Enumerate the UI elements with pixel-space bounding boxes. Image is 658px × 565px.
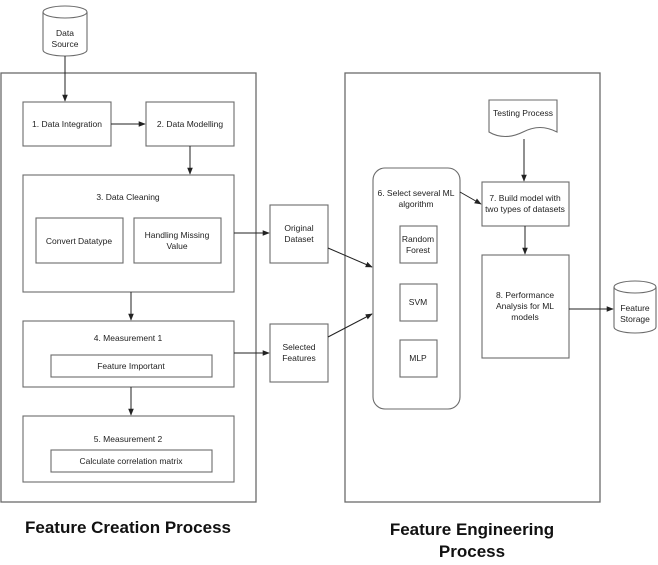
performance-label-2: Analysis for ML [496,301,554,311]
measurement2-label: 5. Measurement 2 [94,434,163,444]
edge-original-to-selectml [327,247,373,268]
original-dataset-label-1: Original [284,223,313,233]
data-modelling-label: 2. Data Modelling [157,119,223,129]
build-model-node: 7. Build model with two types of dataset… [481,181,570,227]
cylinder-icon [42,5,88,19]
data-integration-node: 1. Data Integration [22,101,112,147]
data-source-label-2: Source [52,39,79,49]
measurement1-label: 4. Measurement 1 [94,333,163,343]
feature-important-node [50,354,213,378]
performance-label-3: models [511,312,538,322]
data-source-node: Data Source [42,5,88,57]
build-model-label-2: two types of datasets [485,204,565,214]
correlation-matrix-node [50,449,213,473]
feature-storage-label-1: Feature [620,303,650,313]
data-source-label-1: Data [56,28,74,38]
data-modelling-node: 2. Data Modelling [145,101,235,147]
data-cleaning-node: 3. Data Cleaning Convert Datatype Handli… [22,174,235,293]
correlation-matrix-label: Calculate correlation matrix [80,456,184,466]
handling-missing-node: Handling Missing Value [133,217,222,264]
select-ml-label-1: 6. Select several ML [377,188,454,198]
measurement1-node: 4. Measurement 1 Feature Important [22,320,235,388]
document-icon [488,99,558,138]
mlp-label: MLP [409,353,427,363]
random-forest-node: Random Forest [399,225,438,264]
feature-storage-label-2: Storage [620,314,650,324]
measurement2-node: 5. Measurement 2 Calculate correlation m… [22,415,235,483]
edges [62,56,614,416]
handling-missing-label-2: Value [166,241,187,251]
convert-datatype-node: Convert Datatype [35,217,124,264]
svm-node: SVM [399,283,438,322]
data-integration-label: 1. Data Integration [32,119,102,129]
data-cleaning-label: 3. Data Cleaning [96,192,160,202]
original-dataset-label-2: Dataset [284,234,314,244]
cylinder-icon [613,280,657,294]
edge-selected-to-selectml [327,313,373,338]
handling-missing-label-1: Handling Missing [145,230,210,240]
original-dataset-node: Original Dataset [269,204,329,264]
performance-node: 8. Performance Analysis for ML models [481,254,570,359]
selected-features-label-2: Features [282,353,316,363]
svm-label: SVM [409,297,427,307]
selected-features-label-1: Selected [282,342,315,352]
mlp-node: MLP [399,339,438,378]
feature-creation-title: Feature Creation Process [25,518,231,537]
random-forest-label-2: Forest [406,245,431,255]
feature-engineering-title-1: Feature Engineering [390,520,554,539]
select-ml-node: 6. Select several ML algorithm Random Fo… [372,167,461,410]
testing-process-label: Testing Process [493,108,553,118]
feature-storage-node: Feature Storage [613,280,657,334]
testing-process-node: Testing Process [488,99,558,138]
build-model-label-1: 7. Build model with [489,193,561,203]
feature-engineering-title-2: Process [439,542,505,561]
feature-important-label: Feature Important [97,361,165,371]
performance-label-1: 8. Performance [496,290,554,300]
selected-features-node: Selected Features [269,323,329,383]
select-ml-label-2: algorithm [399,199,434,209]
random-forest-label-1: Random [402,234,434,244]
convert-datatype-label: Convert Datatype [46,236,112,246]
edge-selectml-to-build [459,191,482,205]
